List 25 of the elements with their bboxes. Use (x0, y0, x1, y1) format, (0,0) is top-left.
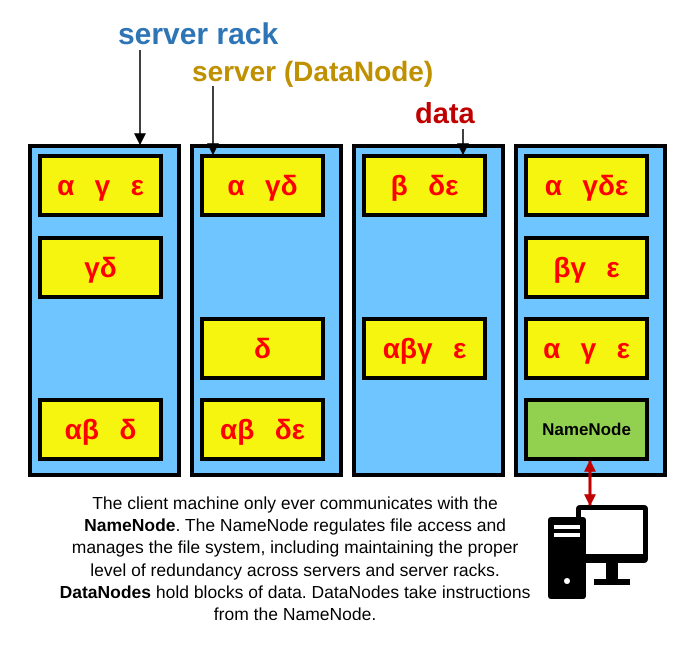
namenode-box: NameNode (524, 398, 649, 461)
leader-arrow (207, 86, 219, 156)
desktop-computer-icon (548, 505, 648, 599)
leader-arrow (457, 129, 469, 156)
server-box: α γ ε (38, 154, 163, 217)
server-box: α γδε (524, 154, 649, 217)
server-box: δ (200, 317, 325, 380)
callout-label: data (415, 100, 475, 129)
server-box: α γ ε (524, 317, 649, 380)
server-box: βγ ε (524, 236, 649, 299)
server-box: β δε (362, 154, 487, 217)
server-box: αβ δε (200, 398, 325, 461)
caption-paragraph: The client machine only ever communicates with the NameNode. The NameNode regulates file access and manages the file system, including maintaining the proper level of redundancy across servers and server racks. DataNodes hold blocks of data. DataNodes take instructions from the NameNode. (58, 492, 532, 626)
leader-arrow (134, 50, 146, 146)
server-box: αβγ ε (362, 317, 487, 380)
server-box: α γδ (200, 154, 325, 217)
server-box: αβ δ (38, 398, 163, 461)
server-rack (28, 144, 181, 477)
double-arrow (584, 460, 596, 506)
callout-label: server (DataNode) (192, 58, 434, 86)
server-rack (190, 144, 343, 477)
server-box: γδ (38, 236, 163, 299)
callout-label: server rack (118, 20, 278, 50)
server-rack (352, 144, 505, 477)
server-rack (514, 144, 667, 477)
